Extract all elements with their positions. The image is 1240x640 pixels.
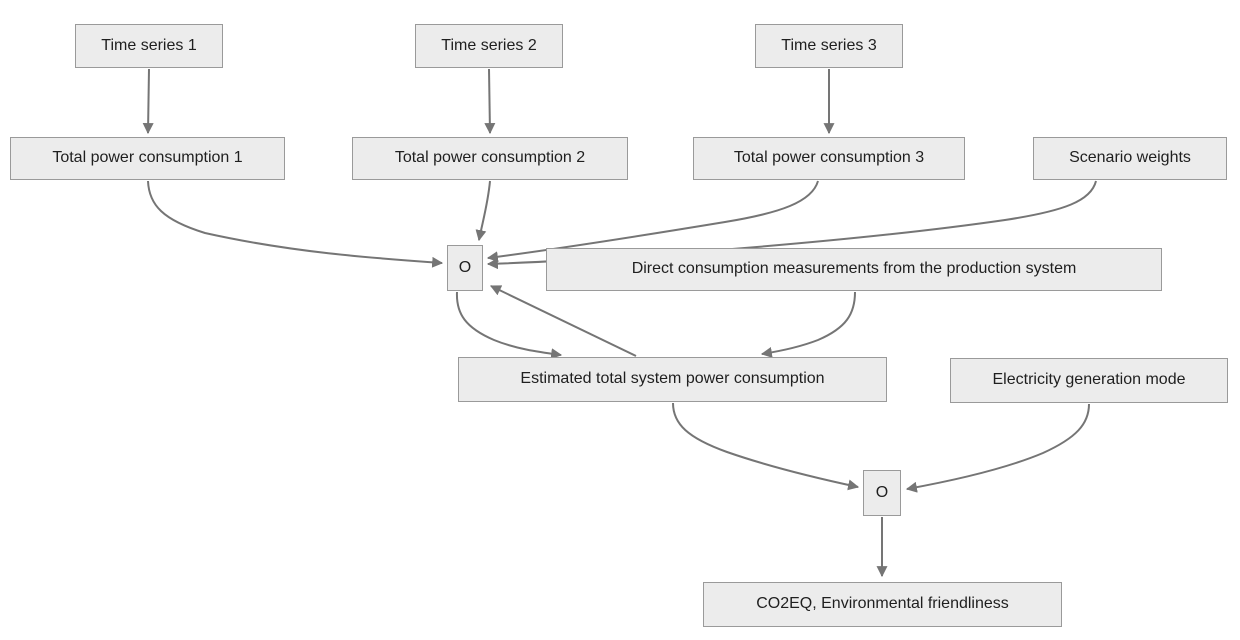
edge-ts1-tpc1	[142, 68, 154, 135]
edge-egm-o2	[905, 403, 1090, 493]
edge-tpc2-o1	[475, 180, 491, 242]
node-total-power-consumption-3: Total power consumption 3	[693, 137, 965, 180]
node-co2eq-environmental-friendliness: CO2EQ, Environmental friendliness	[703, 582, 1062, 627]
node-total-power-consumption-2: Total power consumption 2	[352, 137, 628, 180]
node-electricity-generation-mode: Electricity generation mode	[950, 358, 1228, 403]
node-scenario-weights: Scenario weights	[1033, 137, 1227, 180]
edge-tpc3-o1	[486, 180, 819, 263]
edge-est-o2	[672, 402, 860, 491]
node-merge-operator-2: O	[863, 470, 901, 516]
node-total-power-consumption-1: Total power consumption 1	[10, 137, 285, 180]
edge-ts2-tpc2	[484, 68, 496, 135]
node-time-series-2: Time series 2	[415, 24, 563, 68]
edge-est-o1	[490, 285, 637, 357]
node-merge-operator-1: O	[447, 245, 483, 291]
edge-tpc1-o1	[147, 180, 444, 268]
edge-direct-est	[760, 291, 856, 358]
node-direct-consumption-measurements: Direct consumption measurements from the…	[546, 248, 1162, 291]
node-time-series-1: Time series 1	[75, 24, 223, 68]
node-time-series-3: Time series 3	[755, 24, 903, 68]
node-estimated-total-system-power-consumption: Estimated total system power consumption	[458, 357, 887, 402]
edge-o1-est	[455, 291, 563, 360]
